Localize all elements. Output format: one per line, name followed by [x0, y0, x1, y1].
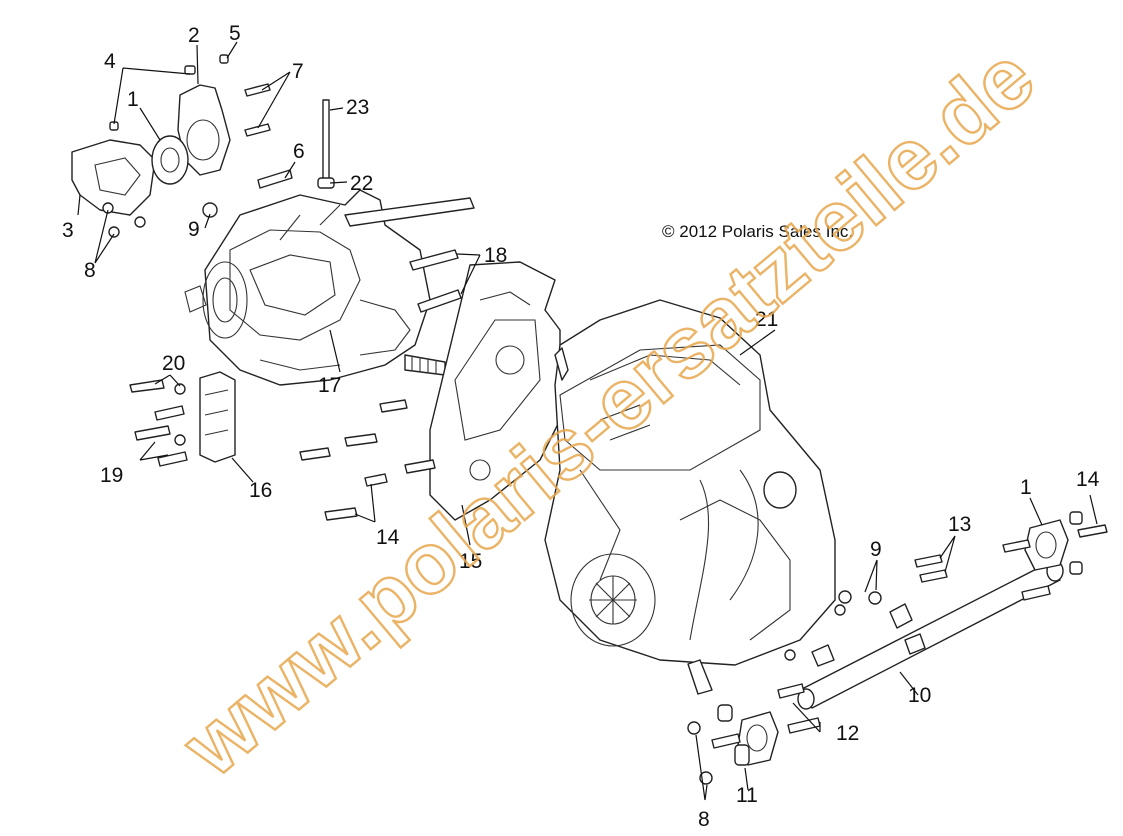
leader-lines [77, 41, 1098, 801]
callout-1-front: 1 [127, 88, 139, 111]
engine-assembly [544, 299, 836, 695]
callout-17: 17 [318, 374, 341, 397]
callout-labels: 4 2 5 7 1 23 6 22 3 9 8 18 21 20 17 19 1… [62, 22, 1100, 831]
callout-5: 5 [229, 22, 241, 45]
callout-1-rear: 1 [1020, 476, 1032, 499]
mount-block-parts [129, 371, 236, 467]
callout-13: 13 [948, 513, 971, 536]
callout-7: 7 [292, 60, 304, 83]
callout-9-rear: 9 [870, 538, 882, 561]
callout-23: 23 [346, 96, 369, 119]
long-bolts [409, 249, 462, 313]
callout-12: 12 [836, 722, 859, 745]
callout-11: 11 [736, 784, 758, 807]
rear-isolator-parts [834, 511, 1108, 616]
callout-4: 4 [104, 50, 116, 73]
callout-15: 15 [459, 550, 482, 573]
callout-2: 2 [188, 24, 200, 47]
callout-3: 3 [62, 219, 74, 242]
callout-16: 16 [249, 479, 272, 502]
callout-18: 18 [484, 244, 507, 267]
callout-20: 20 [162, 352, 185, 375]
callout-8-front: 8 [84, 259, 96, 282]
front-mount-bracket-parts [71, 54, 335, 238]
callout-19: 19 [100, 464, 123, 487]
callout-6: 6 [293, 140, 305, 163]
callout-8-rear: 8 [698, 808, 710, 831]
callout-21: 21 [755, 308, 778, 331]
callout-14-rear: 14 [1076, 468, 1100, 491]
callout-14-front: 14 [376, 526, 400, 549]
callout-10: 10 [908, 684, 931, 707]
callout-9-front: 9 [188, 218, 200, 241]
lower-isolator-parts [687, 649, 821, 785]
copyright-notice: © 2012 Polaris Sales Inc. [662, 222, 853, 241]
transmission-assembly [184, 189, 475, 386]
callout-22: 22 [350, 172, 373, 195]
